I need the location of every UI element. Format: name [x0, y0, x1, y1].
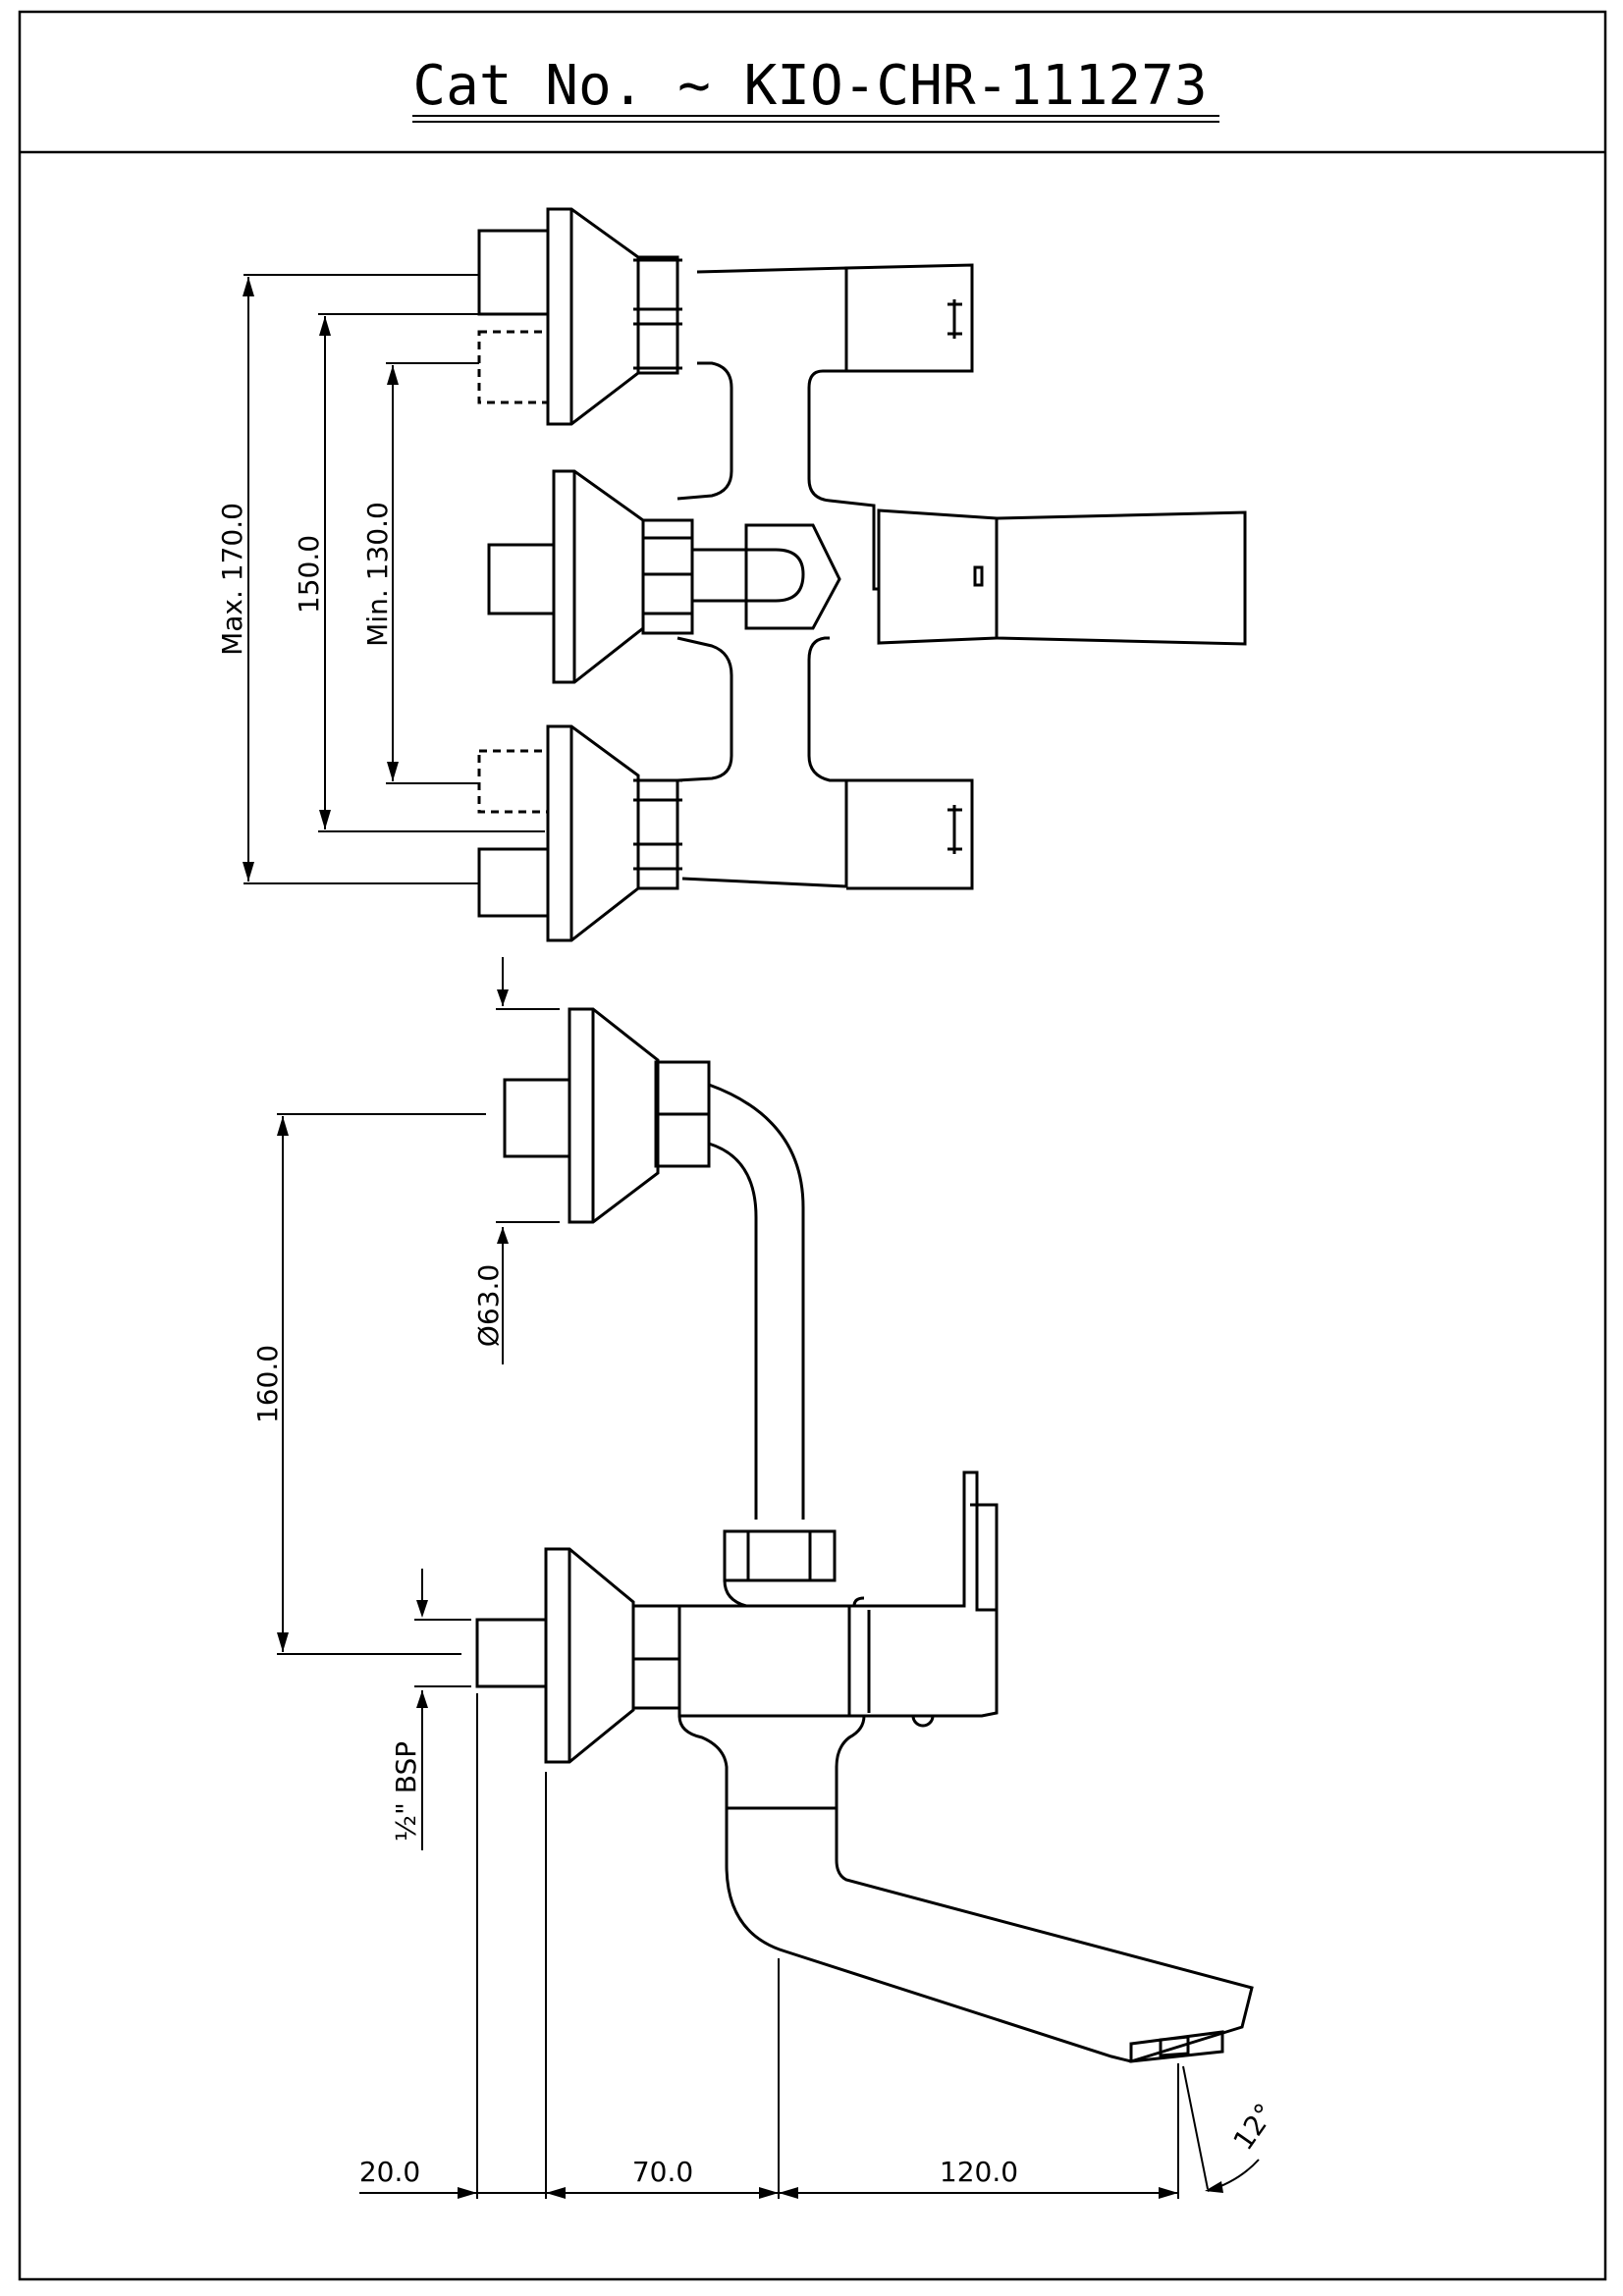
front-upper-hex-nut — [654, 1060, 711, 1168]
upper-flange — [546, 207, 640, 426]
height-between-label: 160.0 — [251, 1345, 284, 1423]
lower-flange — [546, 724, 640, 942]
lower-hex-nut — [633, 778, 682, 890]
wall-to-spout-label: 70.0 — [632, 2156, 693, 2188]
top-view-dimensions: Max. 170.0 150.0 Min. 130.0 — [216, 274, 545, 884]
upper-inlet-stub-min — [477, 330, 550, 404]
front-lower-hex-nut — [631, 1604, 681, 1710]
front-upper-inlet-stub — [503, 1078, 571, 1158]
front-view — [475, 1007, 1254, 2063]
spout-aerator — [1129, 2030, 1224, 2063]
upper-handle-block — [844, 263, 974, 373]
inlet-depth-label: 20.0 — [359, 2156, 420, 2188]
diverter-handle — [877, 508, 1247, 646]
top-view — [477, 207, 1247, 942]
riser-pipe — [708, 1083, 805, 1520]
max-distance-label: Max. 170.0 — [216, 503, 248, 656]
valve-body — [677, 1604, 851, 1718]
lower-body-arm — [681, 778, 974, 890]
inlet-thread-label: ½" BSP — [390, 1741, 422, 1842]
diverter-lever — [849, 1470, 999, 1728]
diverter-cap — [744, 523, 841, 630]
drawing-frame — [18, 10, 1607, 2281]
min-distance-label: Min. 130.0 — [361, 502, 394, 647]
body-top — [723, 1579, 865, 1608]
lower-inlet-stub-min — [477, 749, 550, 814]
nominal-distance-label: 150.0 — [293, 535, 325, 614]
upper-body-arm — [696, 266, 879, 591]
middle-hex-nut — [641, 518, 694, 635]
flange-diameter-label: Ø63.0 — [472, 1264, 505, 1347]
front-view-dimensions: Ø63.0 160.0 ½" BSP 20.0 70.0 120.0 — [251, 957, 1281, 2199]
spout-reach-label: 120.0 — [940, 2156, 1018, 2188]
spout-neck — [677, 1715, 866, 1810]
front-lower-inlet-stub — [475, 1618, 548, 1688]
riser-hex-nut — [723, 1529, 837, 1582]
middle-flange — [552, 469, 645, 684]
spout — [725, 1808, 1254, 2063]
middle-inlet-stub — [487, 543, 556, 615]
front-lower-flange — [544, 1547, 635, 1764]
front-upper-flange — [568, 1007, 660, 1224]
lower-inlet-stub — [477, 847, 550, 918]
upper-inlet-stub — [477, 229, 550, 316]
upper-hex-nut — [633, 255, 682, 375]
catalog-number-title: Cat No. ~ KIO-CHR-111273 — [412, 54, 1207, 118]
spout-angle-label: 12° — [1226, 2098, 1281, 2157]
middle-body-arm — [676, 636, 733, 782]
diverter-elbow — [692, 548, 805, 603]
